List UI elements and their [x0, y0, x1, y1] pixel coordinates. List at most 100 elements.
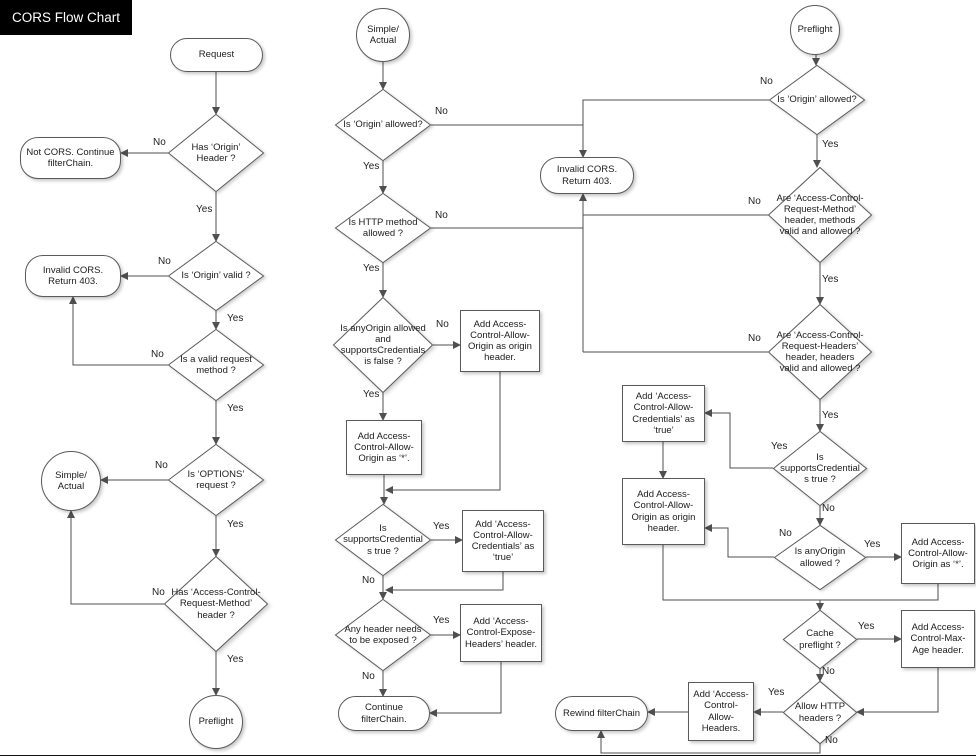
edge-label-yes: Yes: [227, 313, 244, 324]
decision-valid-request-method: Is a valid request method ?: [168, 329, 264, 401]
process-add-allow-origin-star-right: Add Access-Control-Allow-Origin as ‘*’.: [901, 523, 975, 584]
diamond-shape: [335, 504, 431, 576]
arrow-allow-http-no-to-rewind: [597, 730, 821, 754]
arrow-add-expose-to-continue: [429, 662, 502, 717]
line-add-star-to-cache-join: [820, 584, 939, 601]
terminator-request: Request: [170, 38, 263, 72]
edge-label-no: No: [362, 575, 375, 586]
decision-supports-credentials-right: Is supportsCredentials true ?: [773, 431, 867, 506]
edge-label-no: No: [748, 196, 761, 207]
arrow-add-origin-header-rejoin: [385, 372, 501, 494]
edge-label-no: No: [822, 666, 835, 677]
diamond-shape: [168, 114, 264, 192]
decision-is-options-request: Is ‘OPTIONS’ request ?: [168, 444, 264, 516]
process-add-max-age-header: Add Access-Control-Max-Age header.: [901, 610, 975, 668]
edge-label-yes: Yes: [363, 263, 380, 274]
edge-label-yes: Yes: [864, 539, 881, 550]
edge-label-yes: Yes: [858, 621, 875, 632]
terminator-continue-filterchain: Continue filterChain.: [338, 696, 430, 731]
process-add-allow-origin-as-origin-middle: Add Access-Control-Allow-Origin as origi…: [460, 310, 540, 372]
edge-label-no: No: [362, 671, 375, 682]
arrow-right-origin-allowed-no-to-invalid: [579, 99, 769, 158]
diamond-shape: [783, 610, 857, 669]
diamond-shape: [164, 556, 268, 652]
decision-anyorigin-supports-credentials: Is anyOrigin allowed and supportsCredent…: [333, 297, 433, 393]
diamond-shape: [774, 525, 866, 590]
edge-label-yes: Yes: [768, 687, 785, 698]
edge-label-yes: Yes: [822, 410, 839, 421]
arrow-supports-cred-yes-to-add-cred-right: [704, 409, 773, 469]
process-add-allow-headers: Add ‘Access-Control-Allow-Headers.: [688, 682, 754, 741]
terminator-rewind-filterchain: Rewind filterChain: [555, 696, 648, 731]
edge-label-no: No: [825, 735, 838, 746]
diamond-shape: [333, 297, 433, 393]
process-add-allow-origin-star-middle: Add Access-Control-Allow-Origin as ‘*’.: [346, 420, 422, 475]
connector-simple-actual-left: Simple/ Actual: [41, 451, 101, 511]
process-add-allow-origin-as-origin-right: Add Access-Control-Allow-Origin as origi…: [622, 478, 705, 545]
process-add-allow-credentials-middle: Add ‘Access-Control-Allow-Credentials’ a…: [462, 510, 544, 572]
edge-label-no: No: [748, 333, 761, 344]
edge-label-no: No: [153, 137, 166, 148]
decision-supports-credentials-middle: Is supportsCredentials true ?: [335, 504, 431, 576]
page-title: CORS Flow Chart: [0, 0, 133, 35]
edge-label-no: No: [760, 76, 773, 87]
edge-label-no: No: [435, 106, 448, 117]
edge-label-yes: Yes: [822, 139, 839, 150]
decision-any-header-exposed: Any header needs to be exposed ?: [335, 599, 431, 671]
diamond-shape: [773, 431, 867, 506]
diamond-shape: [769, 65, 865, 135]
connector-simple-actual-middle: Simple/ Actual: [356, 8, 410, 62]
edge-label-yes: Yes: [227, 519, 244, 530]
edge-label-no: No: [152, 587, 165, 598]
terminator-invalid-cors-left: Invalid CORS. Return 403.: [25, 255, 121, 297]
arrow-anyorigin-no-to-add-origin-header-right: [704, 524, 774, 558]
edge-label-yes: Yes: [363, 161, 380, 172]
decision-origin-allowed-middle: Is ‘Origin’ allowed?: [335, 89, 431, 161]
diamond-shape: [783, 681, 857, 744]
edge-label-yes: Yes: [822, 274, 839, 285]
edge-label-yes: Yes: [433, 615, 450, 626]
edge-label-yes: Yes: [227, 403, 244, 414]
decision-allow-http-headers: Allow HTTP headers ?: [783, 681, 857, 744]
edge-label-yes: Yes: [363, 389, 380, 400]
decision-acrh-valid-allowed: Are ‘Access-Control-Request-Headers’ hea…: [768, 304, 872, 400]
edge-label-no: No: [779, 528, 792, 539]
decision-anyorigin-allowed-right: Is anyOrigin allowed ?: [774, 525, 866, 590]
arrow-add-origin-header-to-cache: [662, 545, 824, 611]
edge-label-no: No: [158, 256, 171, 267]
process-add-expose-headers: Add ‘Access-Control-Expose-Headers’ head…: [460, 604, 542, 662]
diamond-shape: [168, 444, 264, 516]
terminator-not-cors: Not CORS. Continue filterChain.: [20, 137, 121, 179]
decision-origin-allowed-right: Is ‘Origin’ allowed?: [769, 65, 865, 135]
edge-label-no: No: [435, 210, 448, 221]
edge-label-no: No: [155, 460, 168, 471]
edge-label-yes: Yes: [771, 441, 788, 452]
diamond-shape: [768, 167, 872, 263]
diamond-shape: [335, 193, 431, 263]
decision-acrm-valid-allowed: Are ‘Access-Control-Request-Method’ head…: [768, 167, 872, 263]
arrow-valid-method-no-to-invalid: [69, 296, 168, 366]
diamond-shape: [768, 304, 872, 400]
diamond-shape: [335, 599, 431, 671]
edge-label-yes: Yes: [227, 654, 244, 665]
diamond-shape: [335, 89, 431, 161]
arrow-add-cred-rejoin: [385, 572, 504, 594]
edge-label-yes: Yes: [196, 204, 213, 215]
edge-label-yes: Yes: [433, 521, 450, 532]
diamond-shape: [168, 329, 264, 401]
arrow-max-age-to-allow-http: [856, 668, 939, 716]
diamond-shape: [168, 241, 264, 311]
decision-http-method-allowed: Is HTTP method allowed ?: [335, 193, 431, 263]
connector-preflight-left: Preflight: [189, 695, 243, 749]
edge-label-no: No: [436, 319, 449, 330]
decision-has-acrm-header: Has ‘Access-Control-Request-Method’ head…: [164, 556, 268, 652]
arrow-has-acrm-no-to-simple-actual: [67, 510, 164, 605]
connector-preflight-right: Preflight: [790, 5, 840, 55]
edge-label-no: No: [151, 349, 164, 360]
decision-has-origin-header: Has ‘Origin’ Header ?: [168, 114, 264, 192]
terminator-invalid-cors-middle: Invalid CORS. Return 403.: [540, 157, 634, 194]
process-add-allow-credentials-right: Add ‘Access-Control-Allow-Credentials’ a…: [622, 385, 705, 442]
edge-label-no: No: [822, 503, 835, 514]
